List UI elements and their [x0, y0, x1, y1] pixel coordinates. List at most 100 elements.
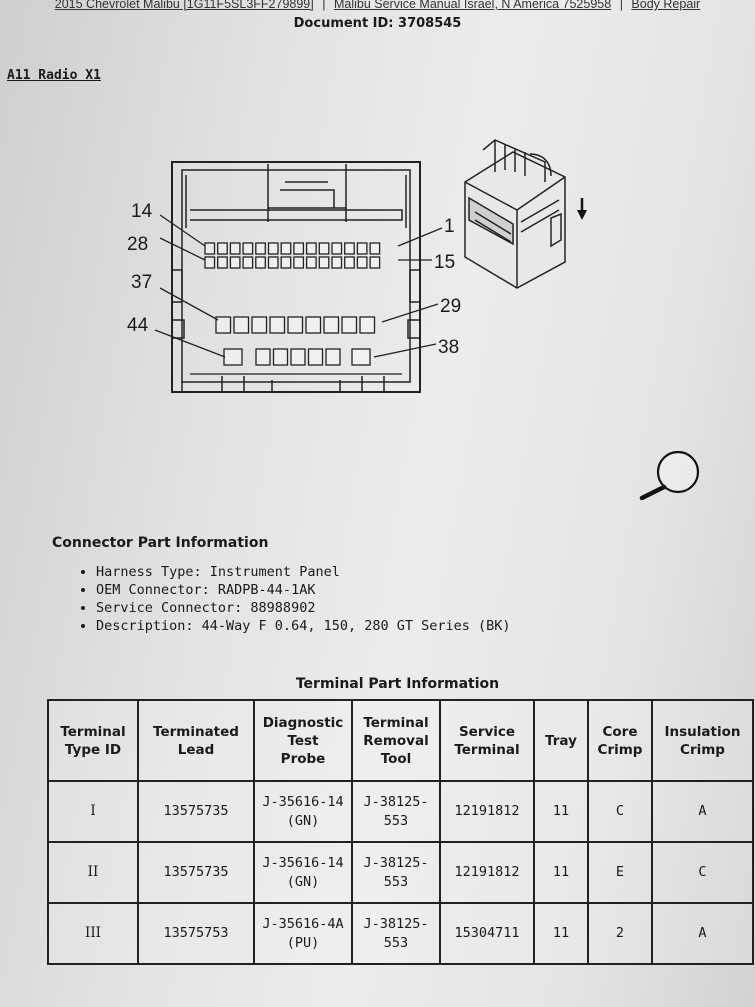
pin-label-44: 44 [127, 315, 149, 336]
table-row: II 13575735 J-35616-14 (GN) J-38125- 553… [47, 841, 754, 904]
pin-cavity [305, 256, 317, 269]
pin-cavity [331, 256, 343, 269]
diagnostic-test-probe-cell: J-35616-14 (GN) [253, 780, 353, 843]
terminated-lead-cell: 13575735 [137, 841, 255, 904]
tray-cell: 11 [533, 902, 589, 965]
service-terminal-cell: 12191812 [439, 780, 535, 843]
pin-cavity [356, 256, 368, 269]
table-row: III 13575753 J-35616-4A (PU) J-38125- 55… [47, 902, 754, 965]
column-header-terminal-type-id: Terminal Type ID [47, 699, 139, 782]
list-item: Description: 44-Way F 0.64, 150, 280 GT … [96, 617, 511, 635]
pin-cavity [351, 348, 371, 366]
pin-label-14: 14 [131, 201, 153, 222]
core-crimp-cell: E [587, 841, 653, 904]
pin-cavity [369, 256, 381, 269]
insulation-crimp-cell: A [651, 780, 754, 843]
pin-cavity [280, 256, 292, 269]
pin-cavity [204, 256, 216, 269]
pin-cavity [269, 316, 286, 334]
pin-cavity [217, 256, 228, 269]
column-header-terminated-lead: Terminated Lead [137, 699, 255, 782]
pin-cavity [341, 316, 358, 334]
core-crimp-cell: 2 [587, 902, 653, 965]
column-header-diagnostic-test-probe: Diagnostic Test Probe [253, 699, 353, 782]
terminal-info-heading: Terminal Part Information [295, 676, 500, 692]
pin-cavity [318, 242, 330, 255]
terminal-type-id-cell: I [47, 780, 139, 843]
column-header-terminal-removal-tool: Terminal Removal Tool [351, 699, 441, 782]
vehicle-link[interactable]: 2015 Chevrolet Malibu [1G11F5SL3FF279899… [54, 0, 314, 11]
pin-cavity [318, 256, 330, 269]
section-link[interactable]: Body Repair [631, 0, 701, 11]
pin-cavity [323, 316, 340, 334]
pin-cavity [287, 316, 304, 334]
tray-cell: 11 [533, 780, 589, 843]
pin-label-15: 15 [434, 252, 455, 273]
pin-label-37: 37 [131, 272, 152, 293]
pin-cavity [344, 242, 355, 255]
list-item: Harness Type: Instrument Panel [96, 563, 511, 581]
tray-cell: 11 [533, 841, 589, 904]
pin-cavity [242, 256, 254, 269]
pin-cavity [369, 242, 381, 255]
terminal-removal-tool-cell: J-38125- 553 [351, 780, 441, 843]
core-crimp-cell: C [587, 780, 653, 843]
pin-cavity [305, 316, 322, 334]
arrow-down-icon [577, 198, 587, 220]
pin-cavity [293, 242, 305, 255]
pin-cavity [217, 242, 228, 255]
pin-cavity [293, 256, 305, 269]
terminated-lead-cell: 13575753 [137, 902, 255, 965]
diagnostic-test-probe-cell: J-35616-4A (PU) [253, 902, 353, 965]
pin-cavity [344, 256, 355, 269]
pin-cavity [255, 256, 266, 269]
pin-label-38: 38 [438, 337, 459, 358]
pin-cavity [359, 316, 376, 334]
terminal-part-table: Terminal Type ID Terminated Lead Diagnos… [47, 699, 754, 965]
pin-label-29: 29 [440, 296, 461, 317]
terminated-lead-cell: 13575735 [137, 780, 255, 843]
header-separator: | [322, 0, 326, 11]
column-header-insulation-crimp: Insulation Crimp [651, 699, 754, 782]
pin-cavity [229, 256, 241, 269]
insulation-crimp-cell: A [651, 902, 754, 965]
list-item: OEM Connector: RADPB-44-1AK [96, 581, 511, 599]
table-row: I 13575735 J-35616-14 (GN) J-38125- 553 … [47, 780, 754, 843]
terminal-removal-tool-cell: J-38125- 553 [351, 841, 441, 904]
pin-cavity [255, 348, 271, 366]
pin-cavity [223, 348, 243, 366]
pin-cavity [280, 242, 292, 255]
pin-cavity [215, 316, 232, 334]
pin-cavity [242, 242, 254, 255]
connector-info-list: Harness Type: Instrument Panel OEM Conne… [58, 563, 511, 635]
document-id: Document ID: 3708545 [293, 16, 462, 31]
pin-cavity [331, 242, 343, 255]
terminal-removal-tool-cell: J-38125- 553 [351, 902, 441, 965]
terminal-type-id-cell: II [47, 841, 139, 904]
pin-cavity [233, 316, 250, 334]
list-item: Service Connector: 88988902 [96, 599, 511, 617]
column-header-core-crimp: Core Crimp [587, 699, 653, 782]
service-terminal-cell: 15304711 [439, 902, 535, 965]
manual-link[interactable]: Malibu Service Manual Israel, N America … [333, 0, 612, 11]
pin-cavity [204, 242, 216, 255]
pin-cavity [229, 242, 241, 255]
table-header-row: Terminal Type ID Terminated Lead Diagnos… [47, 699, 754, 782]
column-header-tray: Tray [533, 699, 589, 782]
diagnostic-test-probe-cell: J-35616-14 (GN) [253, 841, 353, 904]
insulation-crimp-cell: C [651, 841, 754, 904]
pin-cavity [251, 316, 268, 334]
connector-3d-view [464, 139, 566, 289]
pin-cavity [307, 348, 324, 366]
pin-cavity [356, 242, 368, 255]
connector-housing [171, 161, 421, 393]
column-header-service-terminal: Service Terminal [439, 699, 535, 782]
pin-cavity [325, 348, 341, 366]
connector-diagram: 14 28 37 44 1 15 29 38 [127, 139, 700, 501]
service-terminal-cell: 12191812 [439, 841, 535, 904]
header-separator: | [619, 0, 623, 11]
pin-cavity [267, 242, 279, 255]
pin-cavity [290, 348, 306, 366]
header-links: 2015 Chevrolet Malibu [1G11F5SL3FF279899… [0, 0, 755, 11]
magnifier-icon[interactable] [639, 450, 700, 501]
